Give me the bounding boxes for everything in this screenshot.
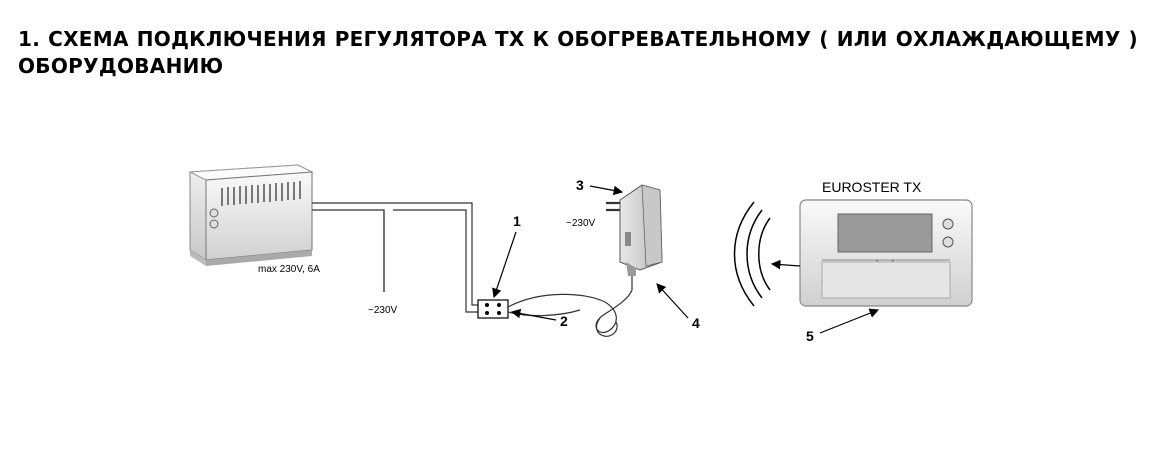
heater-rating-label: max 230V, 6A	[258, 264, 320, 275]
signal-arrow	[770, 259, 801, 270]
svg-text:2: 2	[560, 313, 568, 329]
svg-text:1: 1	[513, 213, 521, 229]
heater-grille	[221, 181, 301, 206]
callout-2: 2	[510, 308, 568, 329]
callout-5: 5	[806, 308, 880, 344]
mains-wire-label: ~230V	[368, 305, 398, 316]
page-title: 1. СХЕМА ПОДКЛЮЧЕНИЯ РЕГУЛЯТОРА TX К ОБО…	[18, 27, 1138, 78]
heater-wiring	[312, 202, 478, 313]
device-name-label: EUROSTER TX	[822, 179, 922, 195]
adapter-voltage-label: ~230V	[566, 218, 596, 229]
heater-knob-icon	[209, 208, 219, 218]
callout-3: 3	[576, 177, 624, 196]
callout-4: 4	[656, 283, 700, 331]
receiver-terminal-box	[477, 299, 509, 319]
euroster-tx-thermostat	[799, 199, 973, 307]
svg-text:4: 4	[692, 315, 700, 331]
thermostat-button-down-icon	[942, 236, 954, 248]
wireless-signal-icon	[733, 201, 771, 307]
svg-text:5: 5	[806, 328, 814, 344]
power-adapter	[606, 184, 663, 276]
heater-unit	[188, 164, 314, 266]
adapter-cable	[507, 272, 633, 334]
heater-knob-icon	[209, 219, 219, 229]
callout-1: 1	[492, 213, 521, 299]
svg-text:3: 3	[576, 177, 584, 193]
thermostat-button-up-icon	[942, 218, 954, 230]
